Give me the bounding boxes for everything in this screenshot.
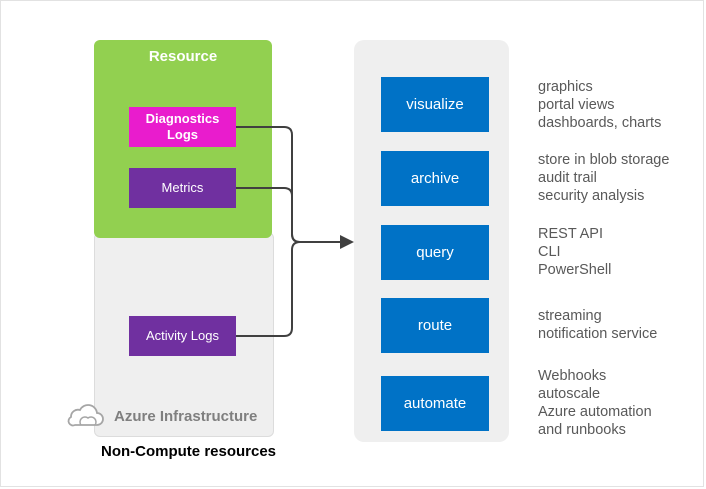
visualize-description: graphics portal views dashboards, charts (538, 78, 661, 132)
description-line: security analysis (538, 188, 645, 204)
activity-connector (236, 241, 301, 337)
arrowhead (340, 235, 354, 249)
description-line: autoscale (538, 386, 601, 402)
route-box: route (381, 298, 489, 353)
query-description: REST API CLI PowerShell (538, 225, 611, 279)
description-line: Webhooks (538, 368, 607, 384)
description-line: Azure automation (538, 404, 652, 420)
description-line: CLI (538, 244, 561, 260)
automate-description: Webhooks autoscale Azure automation and … (538, 367, 652, 439)
automate-box: automate (381, 376, 489, 431)
description-line: PowerShell (538, 262, 612, 278)
description-line: streaming (538, 308, 602, 324)
description-line: dashboards, charts (538, 115, 662, 131)
azure-infrastructure-text: Azure Infrastructure (114, 407, 258, 425)
activity-logs-box: Activity Logs (129, 316, 236, 356)
description-line: audit trail (538, 170, 597, 186)
metrics-box: Metrics (129, 168, 236, 208)
diagnostics-logs-box: Diagnostics Logs (129, 107, 236, 147)
visualize-box: visualize (381, 77, 489, 132)
description-line: and runbooks (538, 422, 626, 438)
query-box: query (381, 225, 489, 280)
azure-infrastructure-region (94, 232, 274, 437)
cloud-icon (67, 404, 104, 427)
route-description: streaming notification service (538, 307, 657, 343)
description-line: store in blob storage (538, 152, 670, 168)
diagnostics-connector (236, 126, 301, 243)
non-compute-caption: Non-Compute resources (101, 443, 277, 460)
archive-description: store in blob storage audit trail securi… (538, 151, 669, 205)
metrics-connector (236, 187, 301, 243)
azure-infrastructure-label: Azure Infrastructure (66, 403, 257, 429)
resource-title: Resource (148, 48, 218, 65)
description-line: graphics (538, 79, 593, 95)
description-line: REST API (538, 226, 604, 242)
description-line: notification service (538, 326, 658, 342)
description-line: portal views (538, 97, 615, 113)
archive-box: archive (381, 151, 489, 206)
